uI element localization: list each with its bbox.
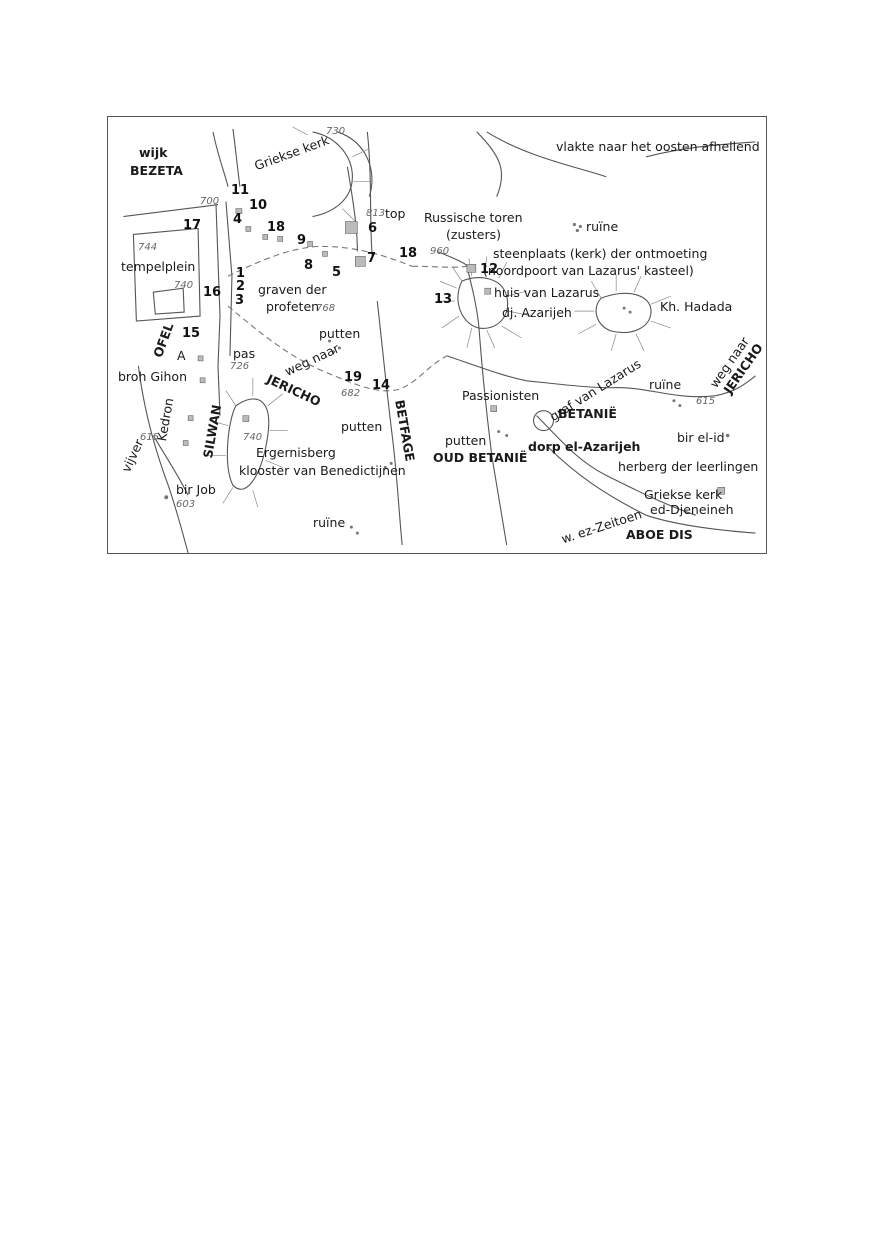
label-ruine-s: ruïne bbox=[313, 515, 346, 530]
elevation-615: 615 bbox=[140, 432, 160, 443]
marker-5: 5 bbox=[332, 265, 342, 280]
marker-12: 12 bbox=[480, 262, 499, 277]
label-a: A bbox=[177, 348, 186, 363]
elevation-682: 682 bbox=[341, 388, 361, 399]
label-ed-djeneineh: ed-Djeneineh bbox=[650, 502, 734, 517]
label-herberg: herberg der leerlingen bbox=[618, 459, 759, 474]
map-drawing bbox=[123, 126, 756, 553]
label-betanie: BETANIË bbox=[558, 406, 617, 421]
marker-13: 13 bbox=[434, 292, 453, 307]
label-ergernisberg: Ergernisberg bbox=[256, 445, 336, 460]
map-frame: wijk BEZETA Griekse kerk vlakte naar het… bbox=[107, 116, 767, 554]
label-broh-gihon: broh Gihon bbox=[118, 369, 187, 384]
marker-18b: 18 bbox=[399, 246, 418, 261]
marker-2: 2 bbox=[236, 279, 246, 294]
elevation-730: 730 bbox=[326, 126, 346, 137]
marker-19: 19 bbox=[344, 370, 363, 385]
label-dorp: dorp el-Azarijeh bbox=[528, 439, 641, 454]
marker-8: 8 bbox=[304, 258, 314, 273]
marker-11: 11 bbox=[231, 183, 250, 198]
elevation-603: 603 bbox=[176, 499, 196, 510]
label-putten-mid: putten bbox=[319, 326, 361, 341]
label-putten-betfage: putten bbox=[341, 419, 383, 434]
label-bezeta: BEZETA bbox=[130, 163, 183, 178]
marker-3: 3 bbox=[235, 293, 245, 308]
elevation-768: 768 bbox=[316, 303, 336, 314]
label-wijk: wijk bbox=[139, 145, 168, 160]
label-vlakte: vlakte naar het oosten afhellend bbox=[556, 139, 760, 154]
label-tempelplein: tempelplein bbox=[121, 259, 196, 274]
elevation-740: 740 bbox=[174, 280, 194, 291]
elevation-813: 813 bbox=[366, 208, 386, 219]
marker-4: 4 bbox=[233, 212, 243, 227]
label-bir-job: bir Job bbox=[176, 482, 216, 497]
label-griekse-kerk-2: Griekse kerk bbox=[644, 487, 723, 502]
label-klooster: klooster van Benedictijnen bbox=[239, 463, 406, 478]
marker-6: 6 bbox=[368, 221, 378, 236]
label-ruine-ne: ruïne bbox=[586, 219, 619, 234]
label-noordpoort: (noordpoort van Lazarus' kasteel) bbox=[483, 263, 694, 278]
label-pas: pas bbox=[233, 346, 256, 361]
label-top: top bbox=[385, 206, 406, 221]
marker-14: 14 bbox=[372, 378, 391, 393]
label-zusters: (zusters) bbox=[446, 227, 501, 242]
label-putten-oud: putten bbox=[445, 433, 487, 448]
marker-9: 9 bbox=[297, 233, 307, 248]
label-graven-der: graven der bbox=[258, 282, 327, 297]
marker-1: 1 bbox=[236, 266, 246, 281]
elevation-615b: 615 bbox=[696, 396, 716, 407]
marker-15: 15 bbox=[182, 326, 201, 341]
label-bir-el-id: bir el-id bbox=[677, 430, 725, 445]
label-passionisten: Passionisten bbox=[462, 388, 540, 403]
marker-10: 10 bbox=[249, 198, 268, 213]
marker-18a: 18 bbox=[267, 220, 286, 235]
label-dj-azarijeh: dj. Azarijeh bbox=[502, 305, 572, 320]
elevation-740b: 740 bbox=[243, 432, 263, 443]
elevation-726: 726 bbox=[230, 361, 250, 372]
marker-17: 17 bbox=[183, 218, 202, 233]
label-russische-toren: Russische toren bbox=[424, 210, 523, 225]
elevation-744: 744 bbox=[138, 242, 158, 253]
elevation-700: 700 bbox=[200, 196, 220, 207]
label-profeten: profeten bbox=[266, 299, 320, 314]
label-steenplaats: steenplaats (kerk) der ontmoeting bbox=[493, 246, 708, 261]
label-aboe-dis: ABOE DIS bbox=[626, 527, 693, 542]
label-ruine-e: ruïne bbox=[649, 377, 682, 392]
elevation-960: 960 bbox=[430, 246, 450, 257]
label-kh-hadada: Kh. Hadada bbox=[660, 299, 733, 314]
label-oud-betanie: OUD BETANIË bbox=[433, 450, 528, 465]
marker-7: 7 bbox=[367, 251, 377, 266]
marker-16: 16 bbox=[203, 285, 222, 300]
label-huis-lazarus: huis van Lazarus bbox=[494, 285, 600, 300]
